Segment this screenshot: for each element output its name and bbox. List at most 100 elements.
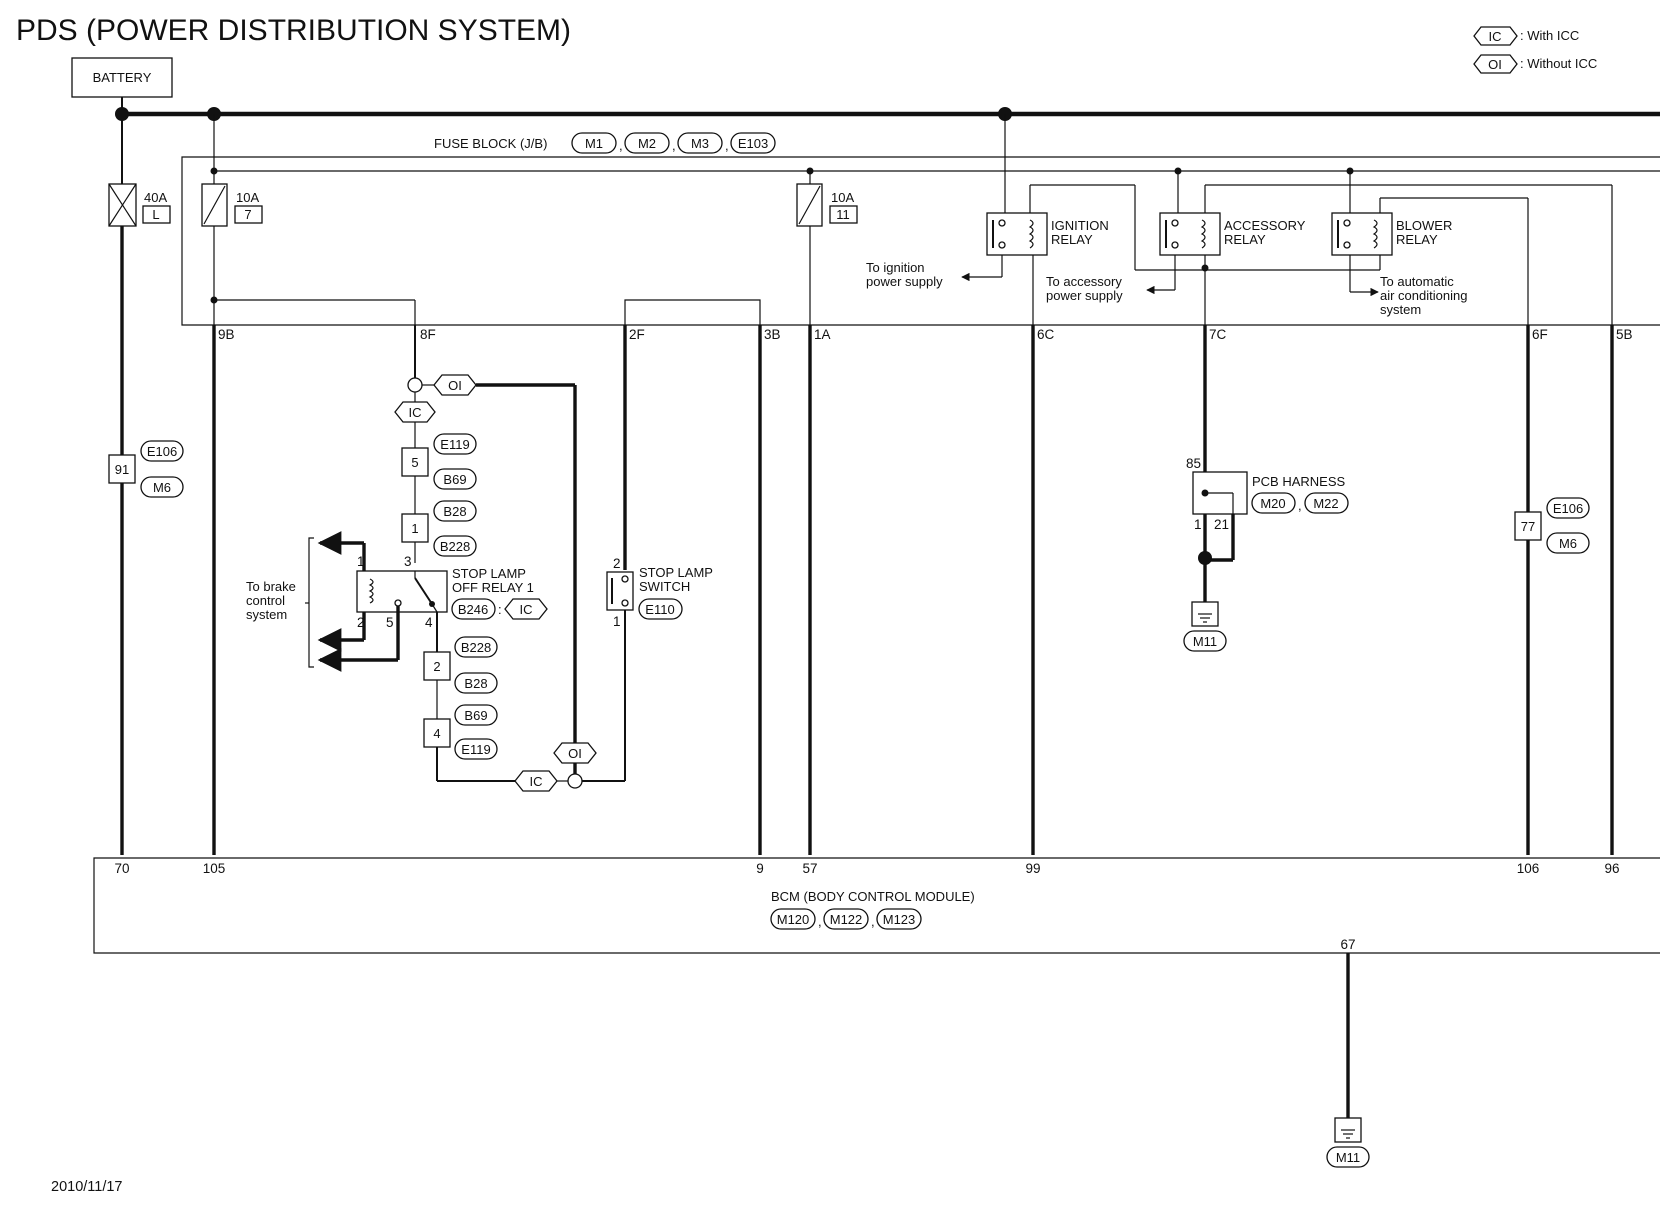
relay-pin: 2: [357, 615, 365, 630]
connector-tag: M1: [585, 136, 603, 151]
terminal-label: 2F: [629, 327, 645, 342]
note-line: system: [1380, 302, 1421, 317]
svg-text:,: ,: [672, 138, 676, 153]
relay-label: OFF RELAY 1: [452, 580, 534, 595]
stop-lamp-switch: 2 1 STOP LAMP SWITCH E110: [606, 556, 713, 629]
connector-tag: E110: [645, 602, 674, 617]
note-line: power supply: [1046, 288, 1123, 303]
bcm-pin: 96: [1604, 861, 1619, 876]
terminal-label: 5B: [1616, 327, 1633, 342]
bcm-label: BCM (BODY CONTROL MODULE): [771, 889, 975, 904]
fuse-rating: 10A: [831, 190, 854, 205]
legend-code-oi: OI: [1488, 57, 1502, 72]
stop-lamp-off-relay-circuit: OI IC 5 1 E119 B69 B28 B228 1 3 2 5 4 ST…: [246, 325, 626, 792]
connector-tag: B69: [443, 472, 466, 487]
note-line: To automatic: [1380, 274, 1454, 289]
battery-label: BATTERY: [93, 70, 152, 85]
legend-text-oi: : Without ICC: [1520, 56, 1597, 71]
fuse-block: FUSE BLOCK (J/B) M1 , M2 , M3 , E103: [181, 132, 1660, 326]
terminal-label: 6C: [1037, 327, 1055, 342]
bcm: 70 105 9 57 99 106 96 BCM (BODY CONTROL …: [93, 857, 1660, 1168]
terminal-label: 8F: [420, 327, 436, 342]
connector-tag: E119: [461, 742, 490, 757]
connector-tag: M6: [153, 480, 171, 495]
variant-tag-ic: IC: [530, 774, 543, 789]
connector-tag: M20: [1260, 496, 1285, 511]
fuse-id: 7: [244, 207, 251, 222]
bcm-pin: 57: [802, 861, 817, 876]
relay-label: RELAY: [1224, 232, 1266, 247]
relay-label: STOP LAMP: [452, 566, 526, 581]
battery: BATTERY: [71, 57, 173, 114]
connector-tag: E103: [738, 136, 768, 151]
bcm-pin: 9: [756, 861, 764, 876]
pin-number: 2: [433, 659, 440, 674]
note-line: air conditioning: [1380, 288, 1467, 303]
connector-tag: B228: [461, 640, 491, 655]
connector-tag: M123: [883, 912, 916, 927]
connector-tag: B28: [443, 504, 466, 519]
terminal-label: 7C: [1209, 327, 1227, 342]
variant-tag-ic: IC: [409, 405, 422, 420]
svg-text:,: ,: [1298, 498, 1302, 513]
jb-terminals: 9B 8F 2F 3B 1A 6C 7C 6F 5B: [218, 327, 1633, 342]
blower-relay: BLOWER RELAY To automatic air conditioni…: [1331, 167, 1529, 325]
note-line: control: [246, 593, 285, 608]
pin-number: 77: [1521, 519, 1535, 534]
bcm-pin: 105: [203, 861, 226, 876]
pcb-label: PCB HARNESS: [1252, 474, 1346, 489]
variant-tag-oi: OI: [448, 378, 462, 393]
accessory-relay: ACCESSORY RELAY To accessory power suppl…: [1046, 167, 1613, 565]
fuse-block-label: FUSE BLOCK (J/B): [434, 136, 547, 151]
pin-number: 5: [411, 455, 418, 470]
junction-loop-2f-3b: [623, 299, 762, 855]
connector-tag: M120: [777, 912, 810, 927]
bcm-pin: 70: [114, 861, 129, 876]
terminal-label: 1A: [814, 327, 831, 342]
svg-text:,: ,: [818, 914, 822, 929]
variant-tag-oi: OI: [568, 746, 582, 761]
pcb-pin: 21: [1214, 517, 1229, 532]
pcb-harness: 85 1 21 PCB HARNESS M20 , M22 M11: [1183, 456, 1349, 652]
svg-text:,: ,: [619, 138, 623, 153]
fuse-10a-11: 10A 11: [796, 167, 858, 855]
connector-tag: E106: [1553, 501, 1583, 516]
terminal-label: 9B: [218, 327, 235, 342]
note-line: power supply: [866, 274, 943, 289]
relay-pin: 3: [404, 554, 412, 569]
switch-pin: 1: [613, 614, 621, 629]
pin-number: 4: [433, 726, 440, 741]
pcb-pin: 85: [1186, 456, 1201, 471]
ground-tag: M11: [1193, 634, 1217, 649]
legend: IC : With ICC OI : Without ICC: [1473, 26, 1597, 74]
legend-code-ic: IC: [1489, 29, 1502, 44]
relay-label: RELAY: [1051, 232, 1093, 247]
relay-label: BLOWER: [1396, 218, 1452, 233]
pin-number: 91: [115, 462, 129, 477]
relay-pin: 1: [357, 554, 365, 569]
bcm-pin: 99: [1025, 861, 1040, 876]
svg-text:,: ,: [871, 914, 875, 929]
fuse-rating: 10A: [236, 190, 259, 205]
legend-text-ic: : With ICC: [1520, 28, 1579, 43]
fuse-id: L: [152, 207, 159, 222]
terminal-label: 3B: [764, 327, 781, 342]
relay-label: ACCESSORY: [1224, 218, 1306, 233]
connector-tag: B69: [464, 708, 487, 723]
pin-number: 1: [411, 521, 418, 536]
variant-tag-ic: IC: [520, 602, 533, 617]
svg-text::: :: [498, 602, 502, 617]
svg-text:,: ,: [725, 138, 729, 153]
fuse-rating: 40A: [144, 190, 167, 205]
terminal-label: 6F: [1532, 327, 1548, 342]
bcm-pin: 106: [1517, 861, 1540, 876]
harness-pin-91: 91 E106 M6: [108, 440, 184, 498]
fuse-40a: 40A L: [108, 114, 171, 855]
connector-tag: M3: [691, 136, 709, 151]
page-title: PDS (POWER DISTRIBUTION SYSTEM): [16, 14, 571, 47]
relay-label: RELAY: [1396, 232, 1438, 247]
connector-tag: M6: [1559, 536, 1577, 551]
connector-tag: E106: [147, 444, 177, 459]
note-line: To ignition: [866, 260, 925, 275]
